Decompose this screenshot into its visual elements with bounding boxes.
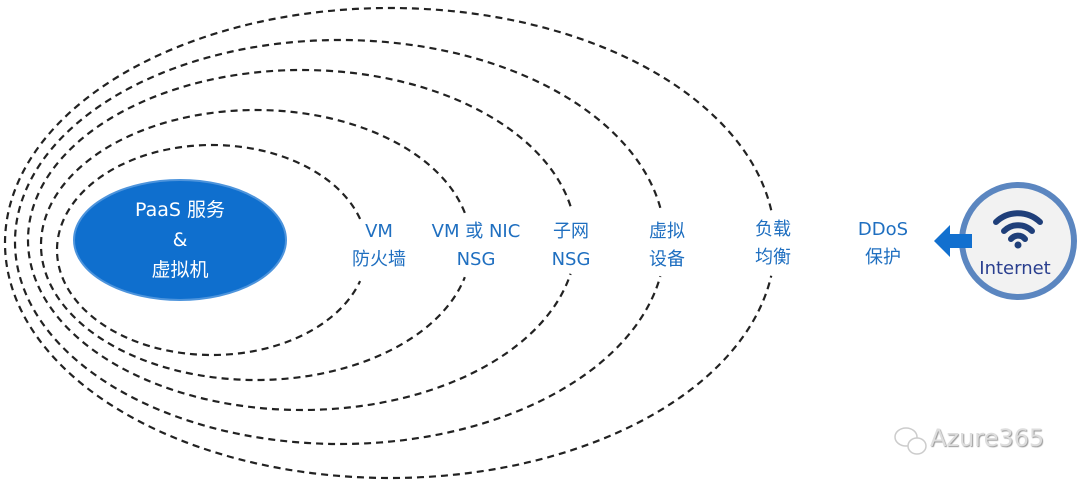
wechat-icon: [894, 427, 927, 455]
core-line1: PaaS 服务: [135, 199, 225, 221]
layer-line1: 负载: [755, 219, 791, 240]
layer-line1: VM 或 NIC: [431, 221, 521, 242]
layer-line2: 设备: [649, 249, 685, 270]
security-ring-3: [26, 68, 572, 412]
internet-label: Internet: [979, 258, 1051, 279]
security-ring-2: [39, 108, 466, 382]
layer-nic-nsg: VM 或 NIC NSG: [432, 218, 521, 274]
watermark-text: Azure365: [930, 424, 1045, 452]
security-ring-5: [3, 6, 773, 480]
layer-line2: 防火墙: [352, 249, 406, 270]
layer-line2: NSG: [456, 249, 496, 270]
layer-line1: VM: [365, 221, 393, 242]
security-ring-4: [13, 38, 662, 446]
wifi-icon: [993, 210, 1043, 242]
layer-line2: NSG: [551, 249, 591, 270]
paas-vm-core: PaaS 服务 & 虚拟机: [75, 180, 285, 300]
arrow-left-icon: [934, 225, 972, 257]
layer-subnet-nsg: 子网 NSG: [552, 218, 591, 274]
layer-line2: 均衡: [755, 247, 791, 268]
layer-line1: DDoS: [857, 219, 909, 240]
security-ring-1: [55, 143, 362, 357]
layer-virtual-appliance: 虚拟设备: [649, 218, 685, 274]
layer-line2: 保护: [864, 247, 901, 268]
layer-line1: 子网: [553, 221, 589, 242]
layer-vm-firewall: VM 防火墙: [352, 218, 406, 274]
layer-ddos: DDoS 保护: [858, 216, 908, 272]
core-ellipse: [73, 179, 287, 301]
layer-line1: 虚拟: [649, 221, 685, 242]
internet-node: [959, 182, 1077, 300]
core-line2: &: [172, 229, 188, 251]
layer-load-balancer: 负载均衡: [755, 216, 791, 272]
core-line3: 虚拟机: [151, 259, 209, 281]
